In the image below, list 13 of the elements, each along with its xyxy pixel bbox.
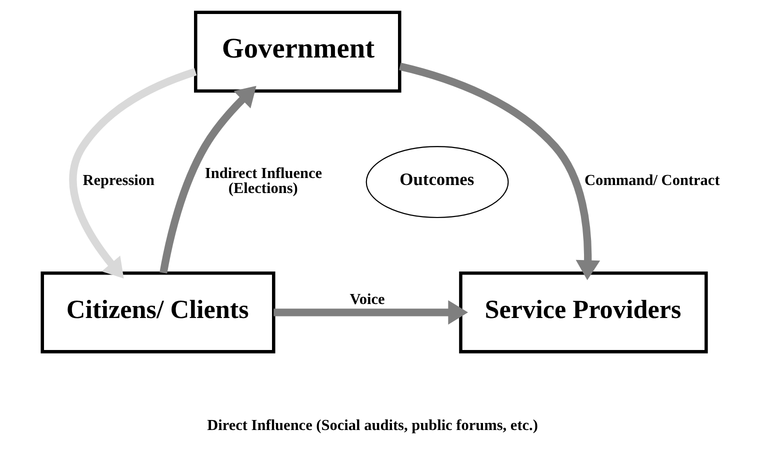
edge-label: Repression bbox=[82, 172, 154, 189]
label: Direct Influence (Social audits, public forums, etc.) bbox=[206, 416, 538, 434]
arrow bbox=[159, 86, 256, 274]
node-box: Service Providers bbox=[458, 272, 708, 354]
arrow bbox=[68, 68, 196, 279]
node-box: Government bbox=[194, 10, 401, 93]
node-box: Citizens/ Clients bbox=[40, 272, 275, 354]
edge-label: Voice bbox=[349, 290, 384, 308]
edge-label: Command/ Contract bbox=[584, 172, 720, 189]
arrow bbox=[273, 300, 468, 325]
edge-label: Indirect Influence (Elections) bbox=[204, 164, 322, 198]
arrow bbox=[398, 62, 600, 280]
node-ellipse: Outcomes bbox=[365, 146, 508, 218]
